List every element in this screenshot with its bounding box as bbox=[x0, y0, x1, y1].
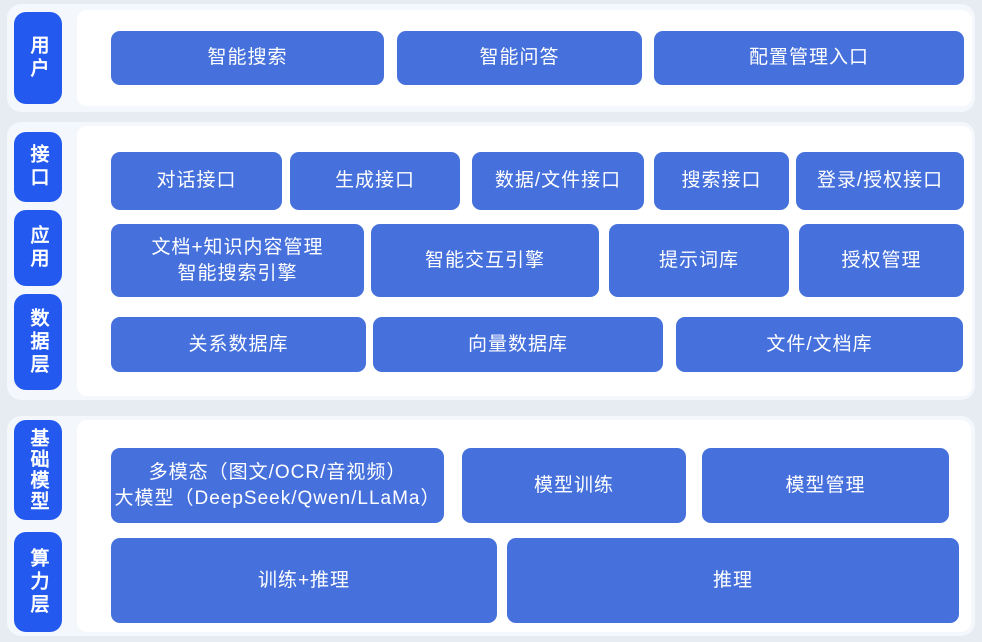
block-model-management: 模型管理 bbox=[702, 448, 949, 523]
user-layer-panel: 智能搜索 智能问答 配置管理入口 bbox=[77, 10, 972, 106]
layer-label-data: 数据层 bbox=[14, 294, 62, 390]
interface-row: 对话接口 生成接口 数据/文件接口 搜索接口 登录/授权接口 bbox=[111, 152, 964, 210]
block-dialog-api: 对话接口 bbox=[111, 152, 282, 210]
block-smart-search: 智能搜索 bbox=[111, 31, 384, 85]
block-smart-interaction-engine: 智能交互引擎 bbox=[371, 224, 599, 297]
section-user-layer: 用户 智能搜索 智能问答 配置管理入口 bbox=[7, 4, 975, 112]
layer-label-foundation-model: 基础模型 bbox=[14, 420, 62, 520]
section-middle-layers: 接口 应用 数据层 对话接口 生成接口 数据/文件接口 搜索接口 登录/授权接口… bbox=[7, 122, 975, 400]
user-layer-label-column: 用户 bbox=[14, 12, 62, 104]
block-file-document-store: 文件/文档库 bbox=[676, 317, 963, 372]
bottom-layers-panel: 多模态（图文/OCR/音视频） 大模型（DeepSeek/Qwen/LLaMa）… bbox=[77, 420, 971, 632]
block-search-api: 搜索接口 bbox=[654, 152, 789, 210]
block-multimodal-llm: 多模态（图文/OCR/音视频） 大模型（DeepSeek/Qwen/LLaMa） bbox=[111, 448, 444, 523]
block-doc-knowledge-search-engine: 文档+知识内容管理 智能搜索引擎 bbox=[111, 224, 364, 297]
foundation-model-row: 多模态（图文/OCR/音视频） 大模型（DeepSeek/Qwen/LLaMa）… bbox=[111, 448, 963, 523]
layer-label-compute: 算力层 bbox=[14, 532, 62, 632]
application-row: 文档+知识内容管理 智能搜索引擎 智能交互引擎 提示词库 授权管理 bbox=[111, 224, 964, 297]
middle-layer-label-column: 接口 应用 数据层 bbox=[14, 126, 62, 396]
block-training-inference: 训练+推理 bbox=[111, 538, 497, 623]
layer-label-application: 应用 bbox=[14, 210, 62, 286]
block-auth-management: 授权管理 bbox=[799, 224, 964, 297]
layer-label-user: 用户 bbox=[14, 12, 62, 104]
section-bottom-layers: 基础模型 算力层 多模态（图文/OCR/音视频） 大模型（DeepSeek/Qw… bbox=[7, 416, 975, 636]
data-row: 关系数据库 向量数据库 文件/文档库 bbox=[111, 317, 964, 372]
block-relational-db: 关系数据库 bbox=[111, 317, 366, 372]
block-inference: 推理 bbox=[507, 538, 959, 623]
middle-layers-panel: 对话接口 生成接口 数据/文件接口 搜索接口 登录/授权接口 文档+知识内容管理… bbox=[77, 126, 972, 396]
block-generation-api: 生成接口 bbox=[290, 152, 460, 210]
block-config-management-entry: 配置管理入口 bbox=[654, 31, 964, 85]
block-smart-qa: 智能问答 bbox=[397, 31, 642, 85]
layer-label-interface: 接口 bbox=[14, 132, 62, 202]
compute-row: 训练+推理 推理 bbox=[111, 538, 963, 623]
block-prompt-library: 提示词库 bbox=[609, 224, 789, 297]
block-data-file-api: 数据/文件接口 bbox=[472, 152, 644, 210]
block-login-auth-api: 登录/授权接口 bbox=[796, 152, 964, 210]
bottom-layer-label-column: 基础模型 算力层 bbox=[14, 420, 62, 632]
block-vector-db: 向量数据库 bbox=[373, 317, 663, 372]
block-model-training: 模型训练 bbox=[462, 448, 686, 523]
